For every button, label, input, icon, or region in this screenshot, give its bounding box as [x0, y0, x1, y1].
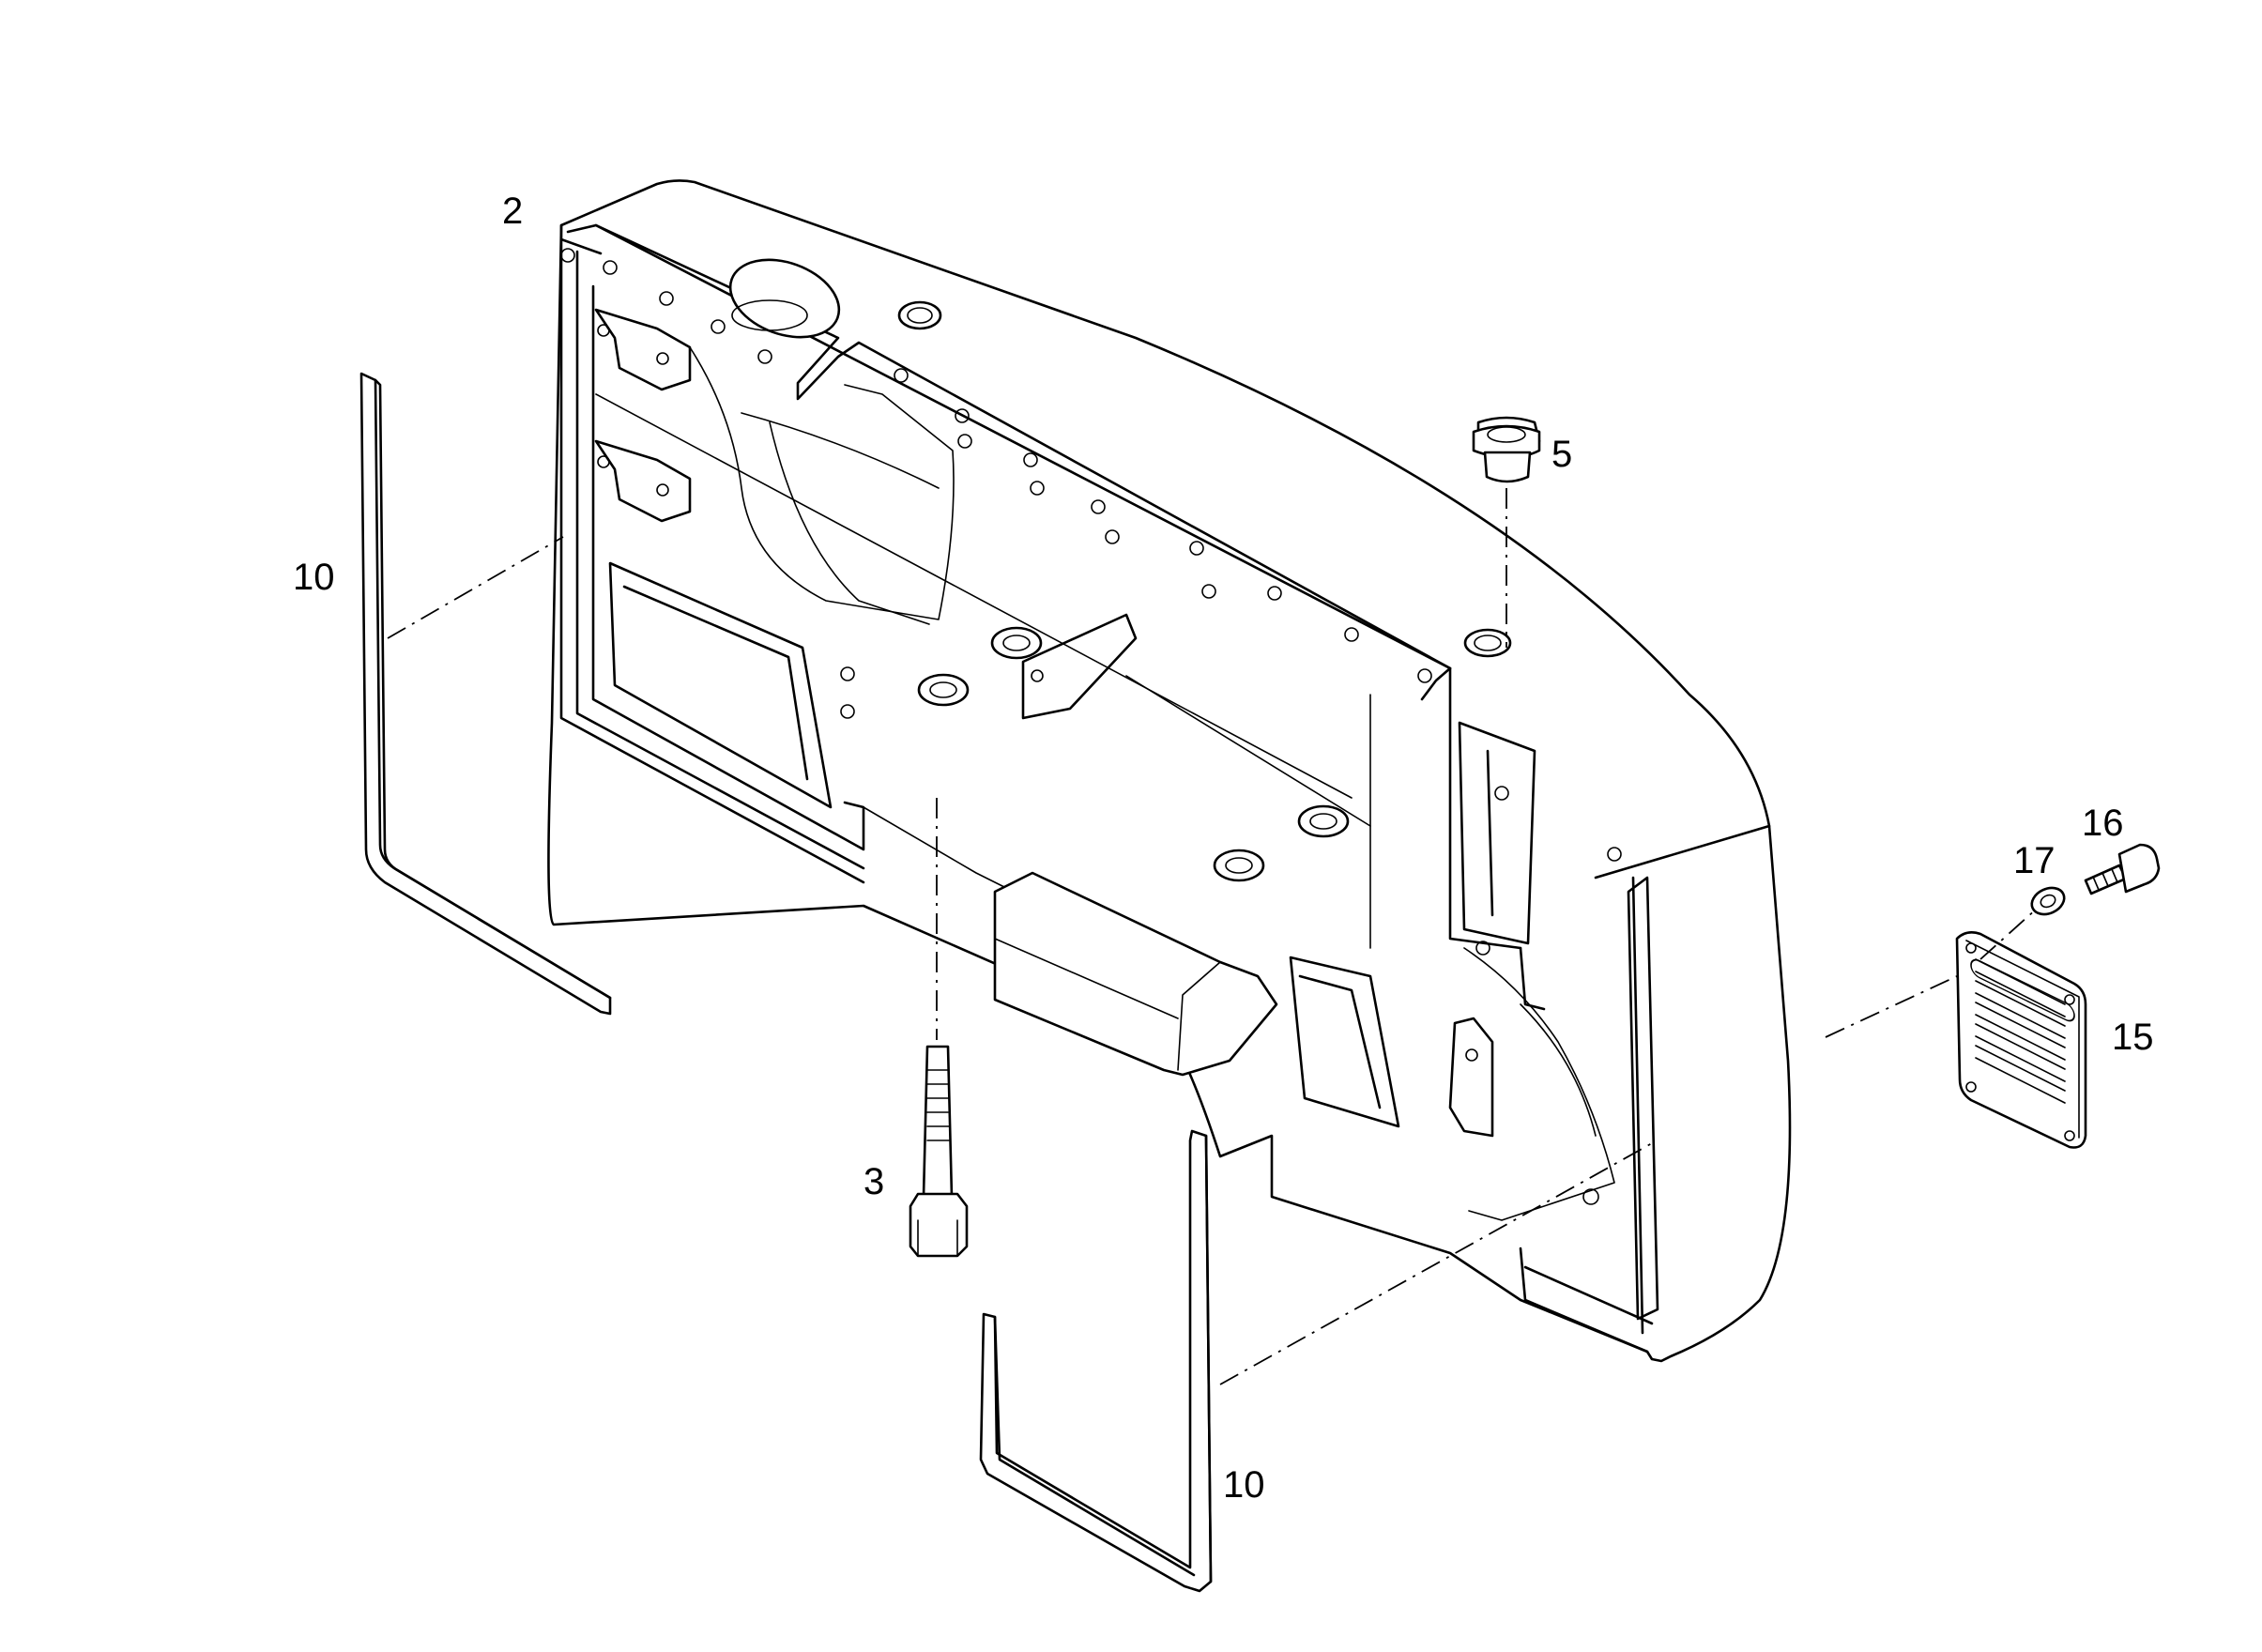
profile-bottom-part — [979, 1129, 1213, 1593]
grille-part — [1955, 931, 2087, 1149]
callout-screw: 16 — [2082, 803, 2124, 844]
housing-part — [547, 179, 1792, 1363]
callout-profile-bottom: 10 — [1223, 1464, 1265, 1506]
callout-washer: 17 — [2013, 840, 2056, 881]
plug-part — [1472, 416, 1541, 483]
callout-profile-left: 10 — [293, 557, 335, 598]
housing-outline — [547, 179, 1792, 1363]
under-block — [993, 871, 1278, 1077]
screw-part — [2084, 843, 2161, 895]
assembly-centerlines — [387, 488, 2038, 1385]
top-hole — [728, 258, 841, 339]
callout-plug: 5 — [1551, 434, 1572, 475]
callout-grille: 15 — [2112, 1017, 2154, 1058]
top-bolt-row — [560, 248, 1622, 956]
callout-housing: 2 — [502, 191, 523, 232]
bolt-part — [909, 1045, 969, 1258]
callout-bolt: 3 — [864, 1161, 884, 1202]
washer-part — [2030, 886, 2066, 916]
profile-left-part — [359, 372, 612, 1016]
